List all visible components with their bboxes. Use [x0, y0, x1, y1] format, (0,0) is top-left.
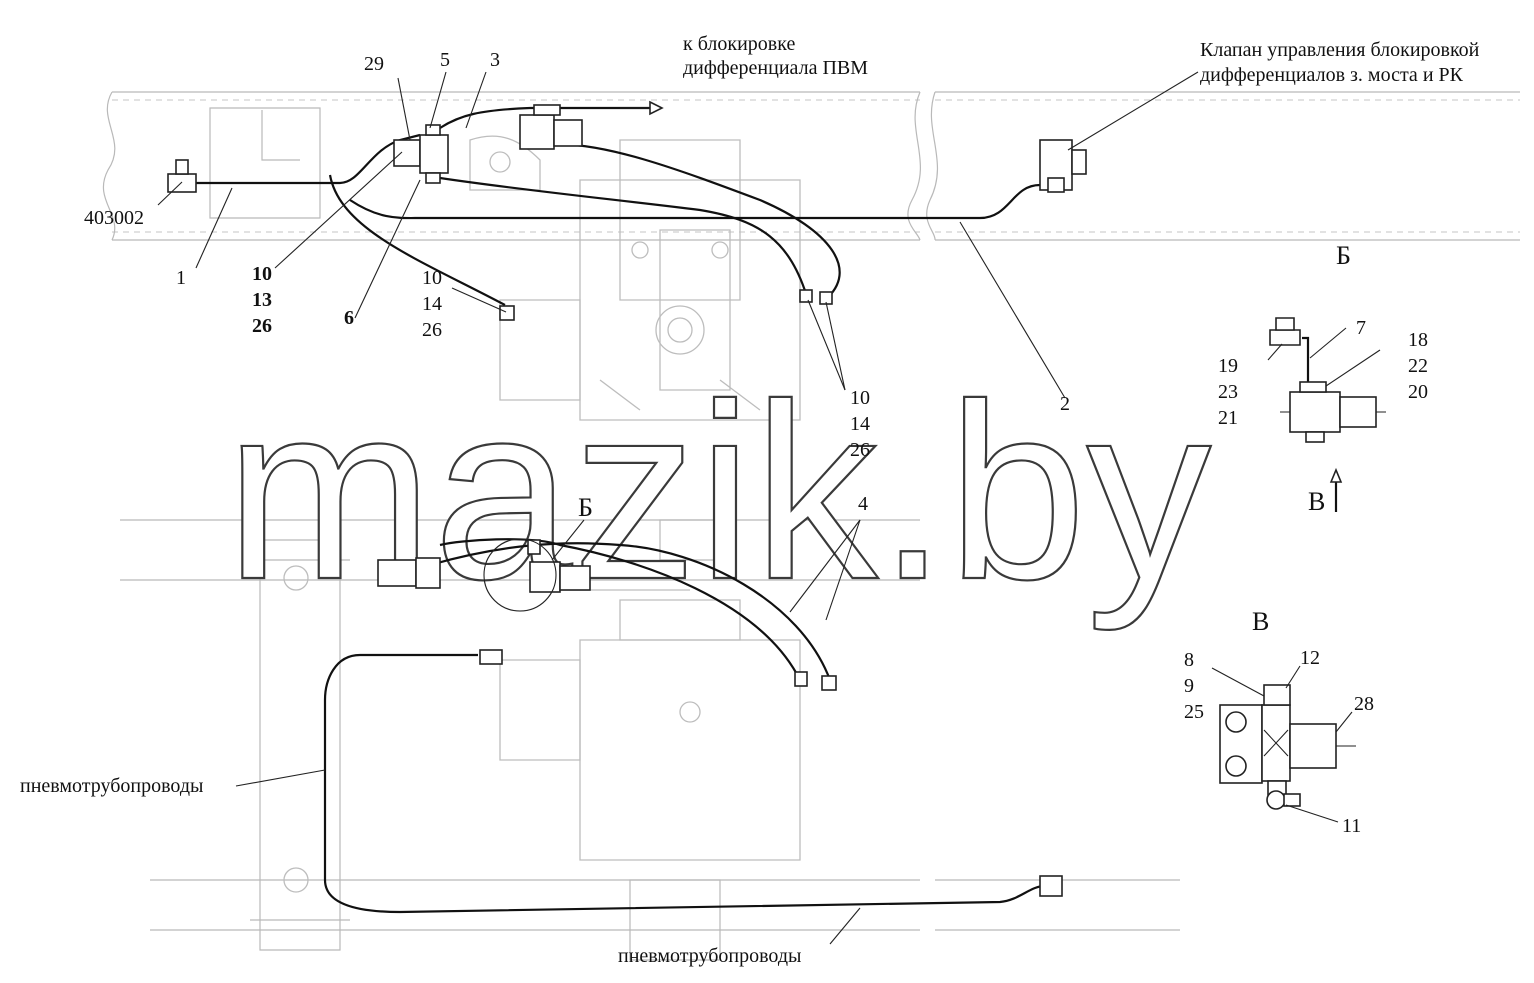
pipes-label-left: пневмотрубопроводы: [20, 775, 203, 797]
label-4: 4: [858, 493, 868, 515]
view-b-valve-coil: [1339, 396, 1377, 428]
label-group-19-23-21-a: 19: [1218, 355, 1238, 377]
to-pvm-label-line1: к блокировке: [683, 33, 795, 55]
label-28: 28: [1354, 693, 1374, 715]
label-group-10-13-26-b: 13: [252, 289, 272, 311]
label-group-10-14-26-mid-a: 10: [850, 387, 870, 409]
label-2: 2: [1060, 393, 1070, 415]
label-7: 7: [1356, 317, 1366, 339]
label-1: 1: [176, 267, 186, 289]
view-b-valve-body: [1289, 391, 1341, 433]
upper-gearbox-ghost: [469, 135, 801, 421]
lower-valve-right-coil: [559, 565, 591, 591]
detail-view-b: [1269, 317, 1386, 443]
arrow-to-pvm: [649, 100, 664, 116]
view-v-title: В: [1252, 607, 1269, 636]
label-5: 5: [440, 49, 450, 71]
to-pvm-label-line2: дифференциала ПВМ: [683, 57, 868, 79]
label-group-18-22-20-c: 20: [1408, 381, 1428, 403]
label-403002: 403002: [84, 207, 144, 229]
label-group-10-13-26-a: 10: [252, 263, 272, 285]
view-v-marker: В: [1308, 487, 1325, 516]
pvm-valve-coil: [553, 119, 583, 147]
lower-pipes: [323, 538, 1046, 914]
label-group-10-13-26-c: 26: [252, 315, 272, 337]
label-group-18-22-20-b: 22: [1408, 355, 1428, 377]
label-12: 12: [1300, 647, 1320, 669]
label-group-19-23-21-b: 23: [1218, 381, 1238, 403]
tee-fitting-29: [393, 139, 421, 167]
upper-fittings: [167, 100, 1087, 321]
valve-label-line1: Клапан управления блокировкой: [1200, 39, 1480, 61]
view-v-valve-coil: [1289, 723, 1337, 769]
tee-block-5: [419, 134, 449, 174]
upper-frame: [102, 91, 1520, 241]
label-group-10-14-26-mid-b: 14: [850, 413, 870, 435]
pipes-label-bottom: пневмотрубопроводы: [618, 945, 801, 967]
upper-pipes: [195, 106, 1050, 306]
view-v-arrow-head: [1329, 467, 1343, 483]
label-group-10-14-26-top-b: 14: [422, 293, 442, 315]
label-group-18-22-20-a: 18: [1408, 329, 1428, 351]
label-group-8-9-25-c: 25: [1184, 701, 1204, 723]
lower-valve-left: [377, 559, 417, 587]
valve-label-line2: дифференциалов з. моста и РК: [1200, 64, 1464, 86]
lower-frame: [120, 519, 1180, 961]
view-b-title: Б: [1336, 241, 1351, 270]
label-group-10-14-26-top-c: 26: [422, 319, 442, 341]
pvm-valve-body: [519, 114, 555, 150]
label-group-10-14-26-top-a: 10: [422, 267, 442, 289]
leader-lines: [157, 71, 1381, 945]
label-group-8-9-25-b: 9: [1184, 675, 1194, 697]
label-group-19-23-21-c: 21: [1218, 407, 1238, 429]
view-b-callout-circle: [483, 538, 557, 612]
labels: к блокировке дифференциала ПВМ Клапан уп…: [20, 33, 1480, 967]
detail-view-v: [1219, 684, 1356, 810]
label-11: 11: [1342, 815, 1361, 837]
fitting-403002: [167, 173, 197, 193]
lower-fittings: [377, 538, 1063, 897]
label-6: 6: [344, 307, 354, 329]
label-group-8-9-25-a: 8: [1184, 649, 1194, 671]
view-b-marker: Б: [578, 493, 593, 522]
label-29: 29: [364, 53, 384, 75]
label-group-10-14-26-mid-c: 26: [850, 439, 870, 461]
label-3: 3: [490, 49, 500, 71]
